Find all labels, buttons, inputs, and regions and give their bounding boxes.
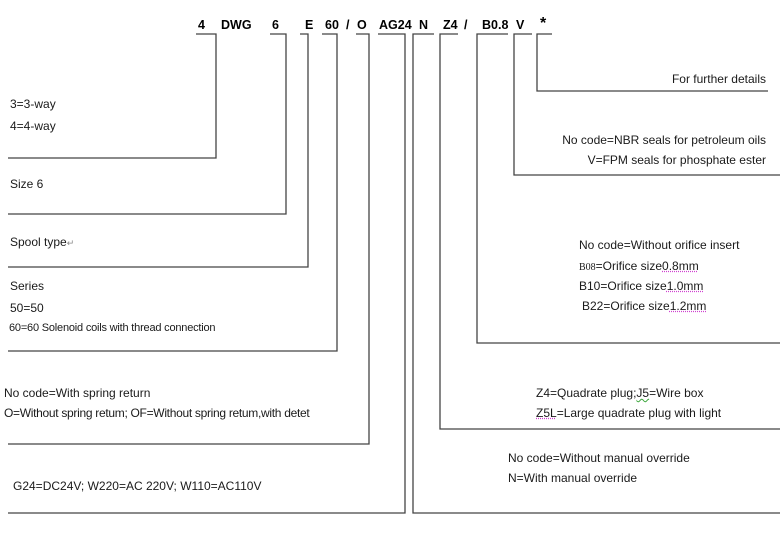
orifice-b08-text: =Orifice size <box>595 259 663 273</box>
code-ways: 4 <box>198 18 205 32</box>
code-series: 60 <box>325 18 339 32</box>
series-60: 60=60 Solenoid coils with thread connect… <box>9 322 216 334</box>
series-50: 50=50 <box>10 301 44 315</box>
line-series <box>8 33 338 352</box>
orifice-b10-size: 1.0mm <box>666 279 704 293</box>
code-spring: O <box>357 18 367 32</box>
plug-j5-text: =Wire box <box>649 386 704 400</box>
seals-fpm: V=FPM seals for phosphate ester <box>587 153 766 167</box>
code-spool: E <box>305 18 314 32</box>
orifice-b08-size: 0.8mm <box>662 259 699 273</box>
line-spool <box>8 33 309 268</box>
code-orifice: B0.8 <box>482 18 509 32</box>
spring-no-code: No code=With spring return <box>4 386 151 400</box>
code-size: 6 <box>272 18 279 32</box>
code-slash-2: / <box>464 18 468 32</box>
orifice-b22-text: B22=Orifice size <box>582 299 670 313</box>
seals-nbr: No code=NBR seals for petroleum oils <box>562 133 766 147</box>
line-manual <box>412 33 780 514</box>
plug-z5l-text: =Large quadrate plug with light <box>556 406 722 420</box>
orifice-no-code: No code=Without orifice insert <box>579 238 740 252</box>
spool-label: Spool type↵ <box>10 235 74 249</box>
return-mark-icon: ↵ <box>66 238 75 248</box>
orifice-b08: B08=Orifice size0.8mm <box>579 259 699 273</box>
line-plug <box>439 33 780 430</box>
plug-j5-code: J5 <box>636 386 650 400</box>
manual-with: N=With manual override <box>508 471 638 485</box>
line-size <box>8 33 287 215</box>
code-seals: V <box>516 18 525 32</box>
code-further: * <box>540 15 547 32</box>
further-details: For further details <box>671 72 766 86</box>
code-plug: Z4 <box>443 18 458 32</box>
line-further <box>536 33 768 92</box>
plug-z5l-code: Z5L <box>536 406 557 420</box>
spool-text: Spool type <box>10 235 67 249</box>
code-manual: N <box>419 18 429 32</box>
line-orifice <box>476 33 780 344</box>
series-title: Series <box>10 279 45 293</box>
spring-without: O=Without spring retum; OF=Without sprin… <box>4 406 310 420</box>
orifice-b22-size: 1.2mm <box>669 299 707 313</box>
line-seals <box>513 33 780 176</box>
code-series-name: DWG <box>221 18 252 32</box>
line-voltage <box>8 33 406 514</box>
voltage-label: G24=DC24V; W220=AC 220V; W110=AC110V <box>13 479 262 493</box>
plug-z5l: Z5L=Large quadrate plug with light <box>536 406 721 420</box>
manual-no-code: No code=Without manual override <box>508 451 690 465</box>
plug-z4: Z4=Quadrate plug;J5=Wire box <box>536 386 703 400</box>
ways-4: 4=4-way <box>10 119 56 133</box>
ways-3: 3=3-way <box>10 97 56 111</box>
orifice-b22: B22=Orifice size1.2mm <box>582 299 706 313</box>
line-spring <box>8 33 370 445</box>
size-label: Size 6 <box>10 177 44 191</box>
plug-z4-text: Z4=Quadrate plug; <box>536 386 637 400</box>
orifice-b10: B10=Orifice size1.0mm <box>579 279 703 293</box>
orifice-b10-text: B10=Orifice size <box>579 279 667 293</box>
orifice-b08-code: B08 <box>579 262 596 273</box>
line-ways <box>8 33 217 159</box>
code-voltage: AG24 <box>379 18 412 32</box>
code-slash-1: / <box>346 18 350 32</box>
